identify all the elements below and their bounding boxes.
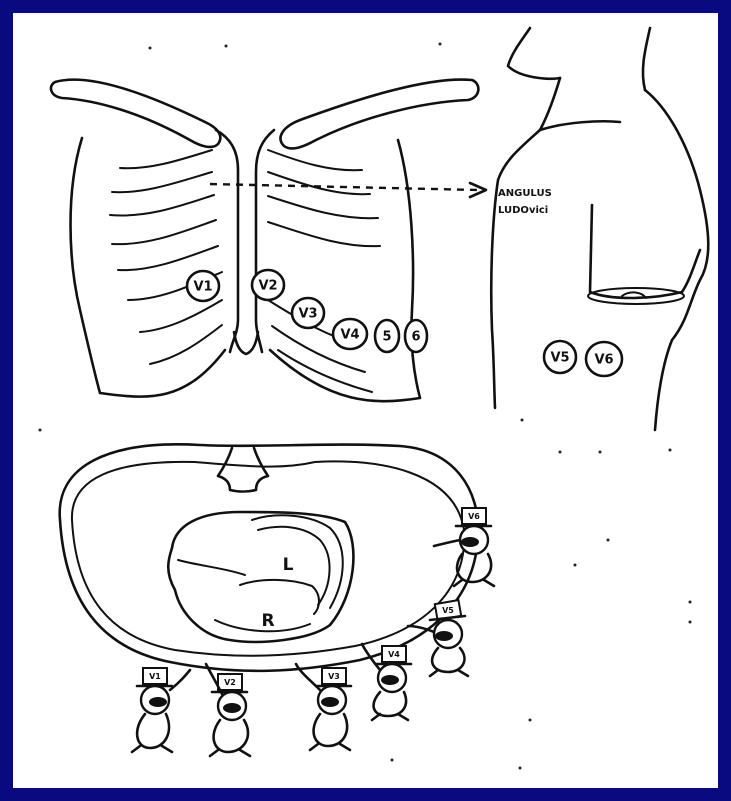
chest-electrode-v2: V2 — [252, 270, 284, 300]
chest-electrode-v1: V1 — [187, 271, 219, 301]
sternum — [216, 130, 274, 352]
sternal-angle-label-line1: ANGULUS — [498, 188, 552, 199]
viewer-v2-hat-label: V2 — [224, 678, 236, 687]
left-rib — [140, 300, 222, 332]
chest-electrode-v5: 5 — [375, 320, 399, 352]
chest-electrode-v4: V4 — [333, 319, 367, 349]
left-rib — [112, 172, 212, 192]
left-rib — [112, 220, 216, 244]
side-electrode-v5: V5 — [544, 341, 576, 373]
viewer-v5-hat-label: V5 — [442, 606, 454, 615]
viewer-v1-hat-label: V1 — [149, 672, 161, 681]
rib-cage — [51, 80, 486, 402]
right-thorax-outline — [270, 140, 420, 401]
viewer-v6-hat-label: V6 — [468, 512, 480, 521]
left-rib — [120, 150, 212, 168]
right-rib — [268, 150, 362, 170]
chest-electrode-v1-label: V1 — [193, 280, 212, 295]
chest-electrode-v3: V3 — [292, 298, 324, 328]
sternal-angle-label-line2: LUDOvici — [498, 205, 548, 216]
paper-specks — [39, 43, 692, 770]
viewer-v3-hat-label: V3 — [328, 672, 340, 681]
left-clavicle — [51, 80, 220, 147]
viewer-v4: V4 — [362, 644, 411, 720]
side-electrode-v6-label: V6 — [594, 353, 613, 368]
chest-electrode-v3-label: V3 — [298, 307, 317, 322]
transverse-section: L R — [60, 444, 478, 671]
right-clavicle — [281, 80, 479, 149]
chin-outline — [508, 28, 560, 79]
heart-label-right: R — [261, 611, 274, 631]
atrial-divider — [178, 560, 245, 575]
chest-electrode-v6-label: 6 — [411, 330, 420, 345]
right-rib — [268, 222, 380, 246]
right-rib — [268, 172, 370, 194]
left-rib — [118, 246, 218, 270]
vertebra — [218, 448, 268, 492]
right-rib — [268, 196, 378, 218]
left-rib — [110, 195, 214, 215]
septum — [240, 580, 319, 614]
sternal-angle-arrow — [210, 184, 478, 190]
thorax-cross-section — [60, 444, 478, 671]
viewer-v3: V3 — [296, 664, 351, 750]
viewer-v4-hat-label: V4 — [388, 650, 400, 659]
arm-outline — [590, 205, 700, 298]
chest-electrode-v4-label: V4 — [340, 328, 359, 343]
side-electrode-v5-label: V5 — [550, 351, 569, 366]
viewer-v6: V6 — [434, 508, 494, 586]
side-electrode-v6: V6 — [586, 342, 622, 376]
shoulder-line — [540, 121, 620, 130]
chest-electrode-v6: 6 — [405, 320, 427, 352]
left-rib — [150, 325, 222, 364]
xiphoid-process — [234, 332, 258, 354]
viewer-v2: V2 — [206, 664, 250, 756]
back-of-neck — [643, 28, 650, 90]
chest-electrode-v5-label: 5 — [382, 330, 391, 345]
heart-label-left: L — [283, 555, 294, 575]
left-ventricle-wall-inner — [258, 527, 330, 605]
chest-electrode-v2-label: V2 — [258, 279, 277, 294]
back-outline — [645, 90, 708, 430]
viewer-v1: V1 — [132, 668, 190, 752]
